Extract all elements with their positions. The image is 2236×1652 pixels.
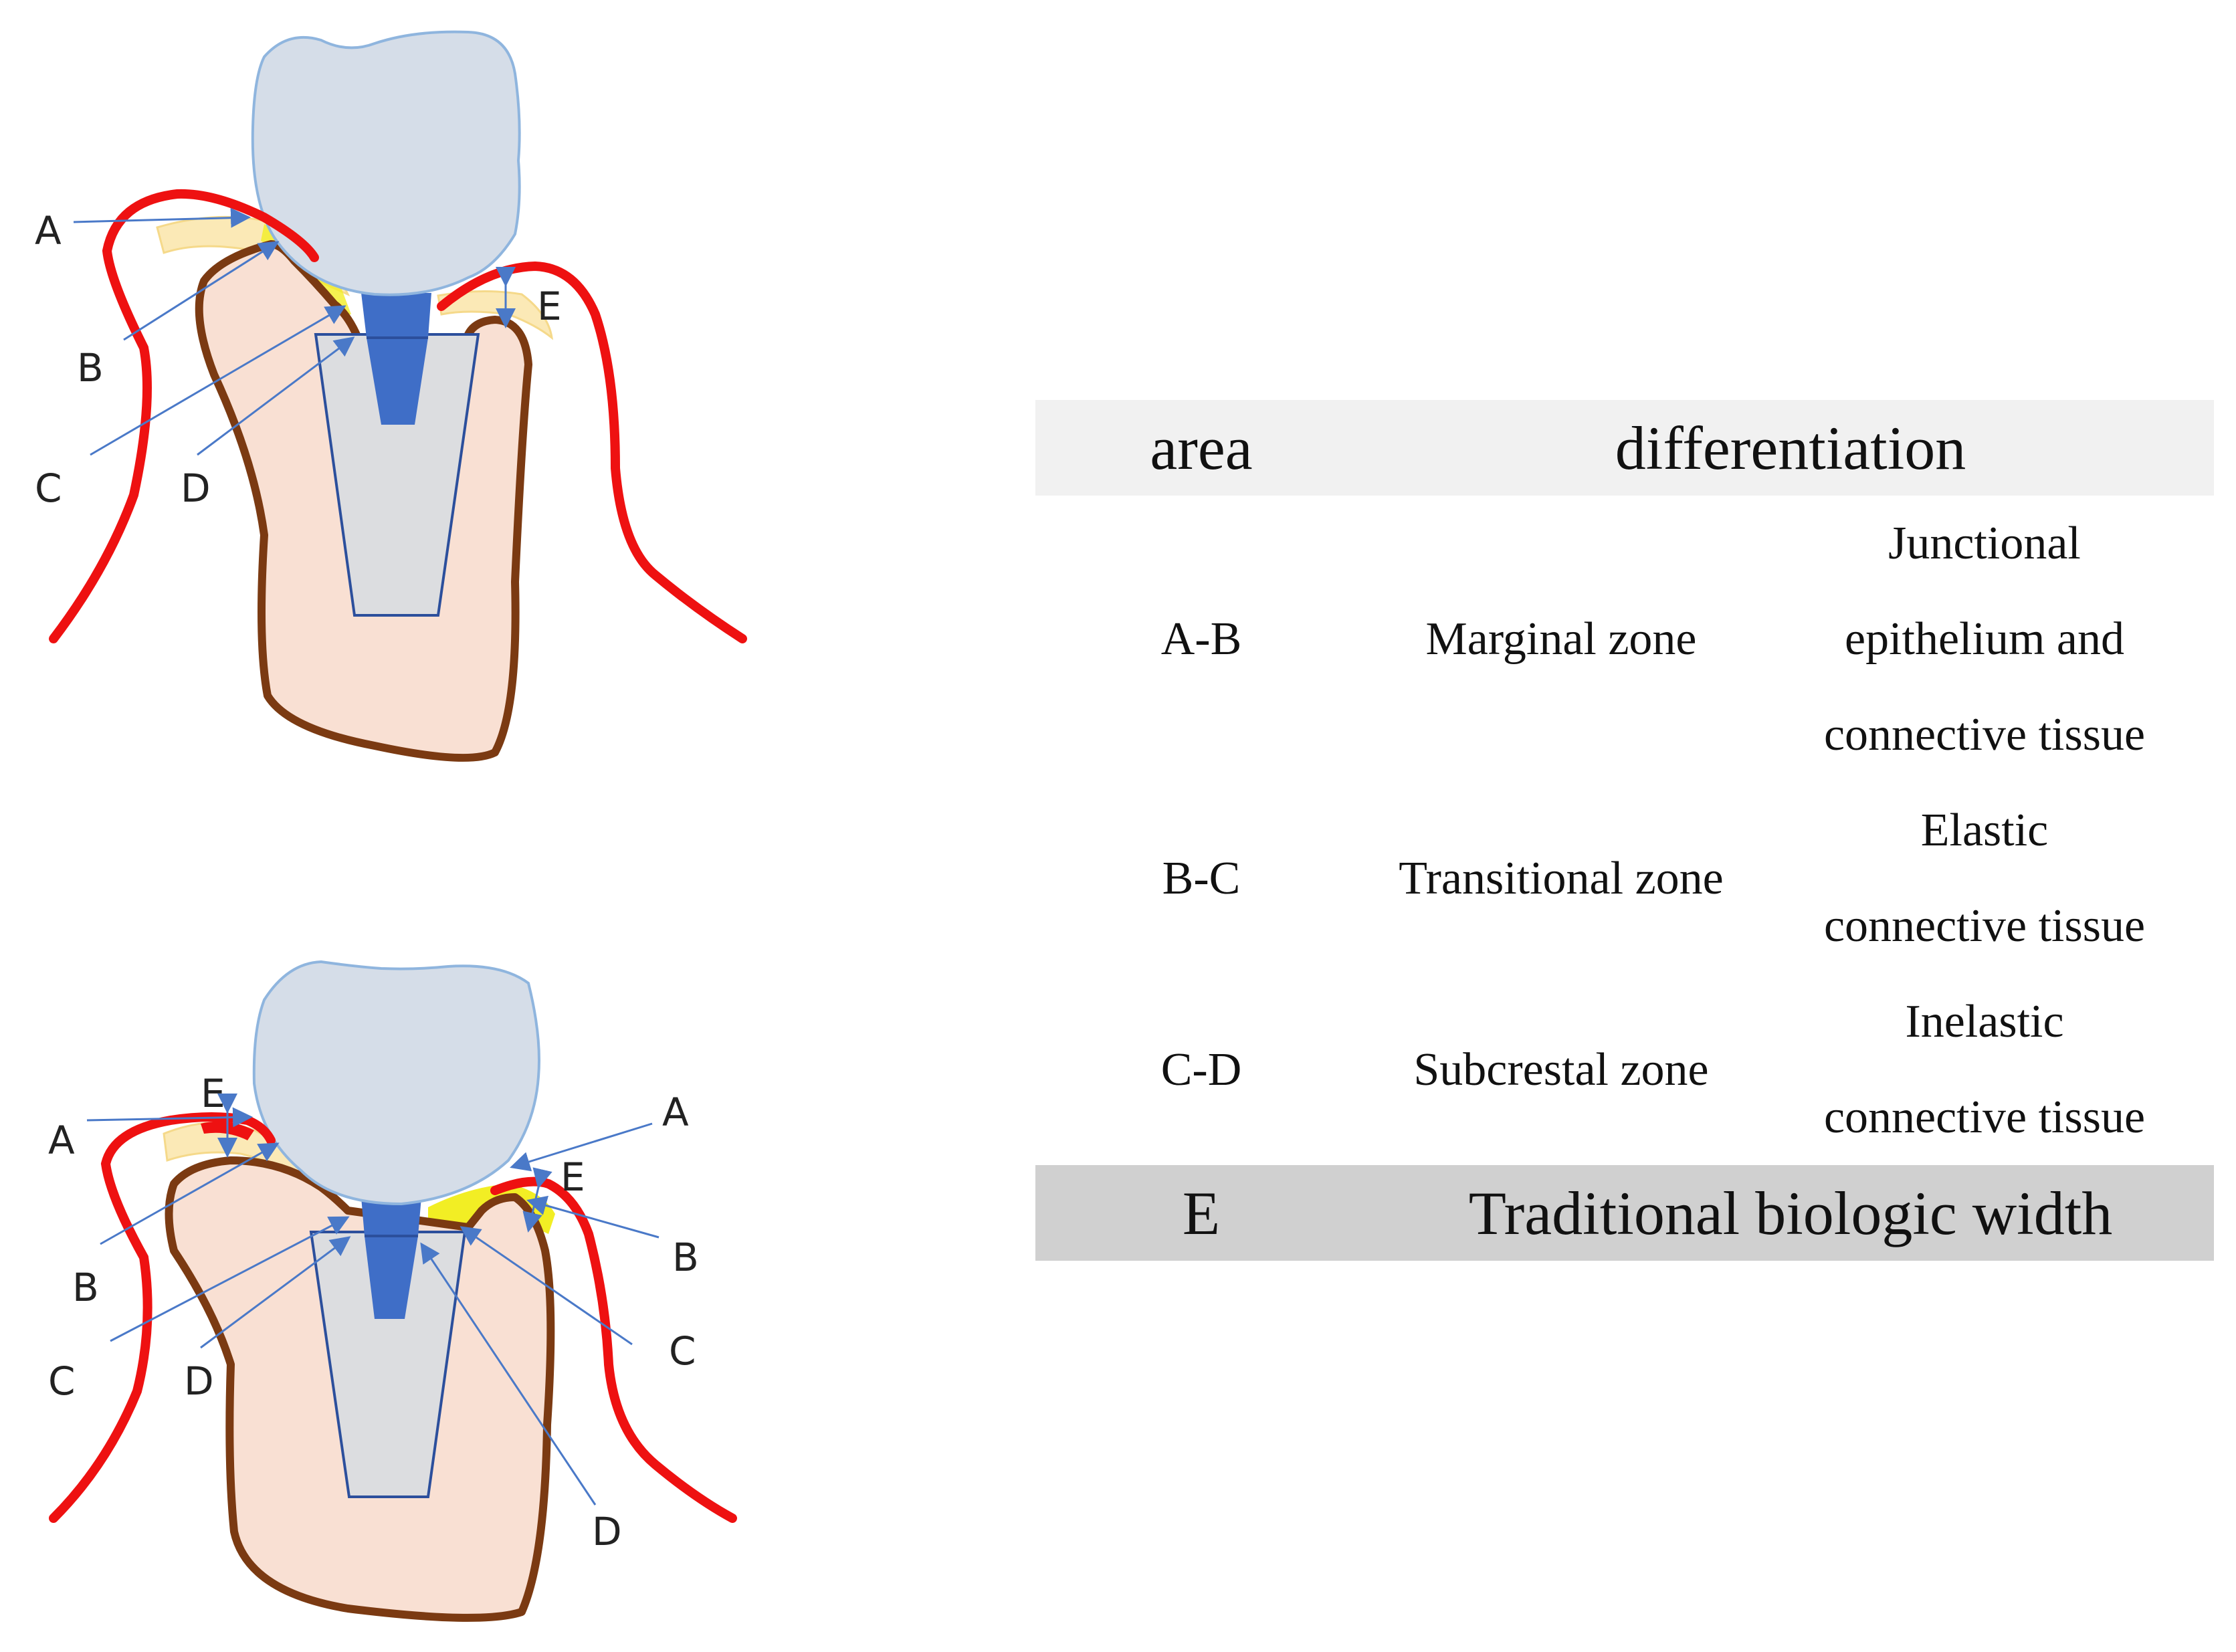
bottom-label-d-left: D [184,1358,214,1404]
row-area: C-D [1160,1043,1242,1096]
row-tissue-line: epithelium and [1845,613,2124,665]
top-pointer-b [123,241,280,341]
bottom-pointer-d-right [420,1242,597,1506]
bottom-pointer-b-left [100,1142,280,1245]
footer-differentiation: Traditional biologic width [1468,1178,2113,1247]
bottom-label-a-left: A [48,1118,75,1163]
table-row: B-C Transitional zone Elastic connective… [1035,783,2214,974]
top-pointer-c [90,305,346,456]
header-area: area [1150,413,1253,482]
bottom-label-a-right: A [662,1090,689,1135]
top-label-c: C [35,466,62,511]
row-tissue-line: connective tissue [1823,900,2146,952]
zone-table: area differentiation A-B Marginal zone J… [1035,400,2214,1261]
top-crown [251,30,521,296]
header-differentiation: differentiation [1615,413,1966,482]
bottom-pointer-a-right [510,1122,653,1172]
top-label-b: B [77,345,104,391]
top-gingiva-right [437,261,747,643]
top-label-a: A [35,208,62,253]
row-tissue: Inelastic connective tissue [1755,974,2214,1165]
top-pointer-a [73,207,251,228]
bottom-label-c-left: C [48,1358,76,1404]
top-implant-diagram: A B C D E [35,30,747,762]
row-area: B-C [1162,852,1241,904]
row-zone: Transitional zone [1399,852,1724,904]
bottom-label-d-right: D [592,1509,622,1554]
row-tissue-line: Elastic [1920,805,2049,856]
top-abutment [361,293,431,425]
table-footer: E Traditional biologic width [1035,1165,2214,1261]
bottom-pointer-c-right [460,1226,633,1346]
footer-area: E [1182,1178,1221,1247]
bottom-label-c-right: C [669,1328,696,1374]
table-header: area differentiation [1035,400,2214,496]
top-soft-tissue-right [437,290,554,340]
bottom-label-e-left: E [201,1071,225,1116]
row-tissue-line: Inelastic [1905,996,2064,1047]
bottom-implant-diagram: A B C D E A B C D E [48,960,737,1622]
bottom-label-b-left: B [72,1265,99,1310]
row-area: A-B [1160,613,1242,665]
row-tissue-line: connective tissue [1823,709,2146,760]
bottom-abutment [361,1197,421,1319]
table-row: C-D Subcrestal zone Inelastic connective… [1035,974,2214,1165]
bottom-label-e-right: E [561,1154,585,1200]
table-row: A-B Marginal zone Junctional epithelium … [1035,496,2214,783]
bottom-pointer-e-right [522,1167,552,1233]
row-tissue-line: Junctional [1888,518,2081,569]
top-label-e: E [537,284,562,329]
top-pointer-d [197,336,355,456]
implant-diagram-svg: A B C D E A B C [35,30,747,1622]
bottom-label-b-right: B [672,1235,699,1280]
implant-diagrams: A B C D E A B C [0,0,1003,1652]
bottom-pointer-d-left [200,1236,351,1349]
bottom-pointer-c-left [110,1216,350,1342]
row-tissue: Junctional epithelium and connective tis… [1755,496,2214,783]
bottom-crown [252,960,540,1206]
top-label-d: D [181,466,211,511]
row-tissue-line: connective tissue [1823,1092,2146,1143]
row-zone: Subcrestal zone [1413,1043,1709,1096]
row-tissue: Elastic connective tissue [1755,783,2214,974]
row-zone: Marginal zone [1425,613,1697,665]
